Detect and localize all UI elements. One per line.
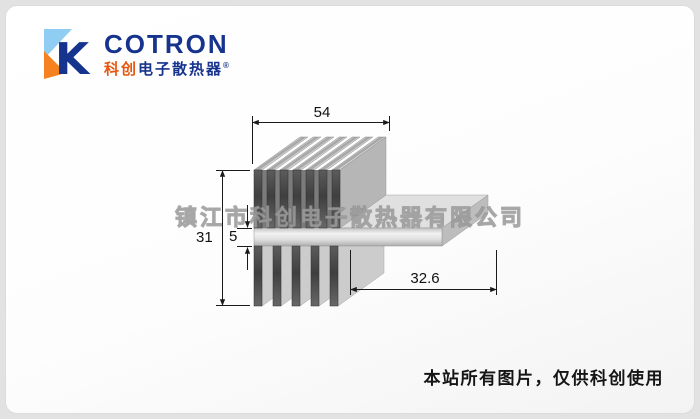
- logo-k-letter: K: [55, 34, 91, 81]
- brand-logo: K COTRON 科创电子散热器®: [40, 27, 231, 81]
- brand-k-icon: K: [44, 29, 91, 81]
- base-plate: [253, 194, 489, 247]
- brand-name: COTRON: [104, 28, 229, 59]
- top-fins: [253, 136, 387, 229]
- logo-text: COTRON 科创电子散热器®: [104, 30, 231, 78]
- brand-subtitle-blue: 电子散热器: [138, 60, 224, 78]
- logo-lightblue-wedge: [44, 29, 72, 59]
- usage-notice: 本站所有图片，仅供科创使用: [423, 369, 664, 388]
- brand-subtitle: 科创电子散热器®: [104, 60, 231, 79]
- dimension-lines: [216, 116, 497, 306]
- registered-trademark-icon: ®: [223, 60, 231, 70]
- brand-subtitle-orange: 科创: [104, 60, 139, 78]
- dim-label-base-thickness: 5: [229, 228, 238, 245]
- dim-label-overall-height: 31: [196, 229, 213, 246]
- dim-label-bottom-length: 32.6: [410, 270, 440, 287]
- dim-label-top-width: 54: [313, 104, 331, 121]
- logo-orange-wedge: [44, 51, 66, 79]
- watermark-text: 镇江市科创电子散热器有限公司: [174, 205, 526, 231]
